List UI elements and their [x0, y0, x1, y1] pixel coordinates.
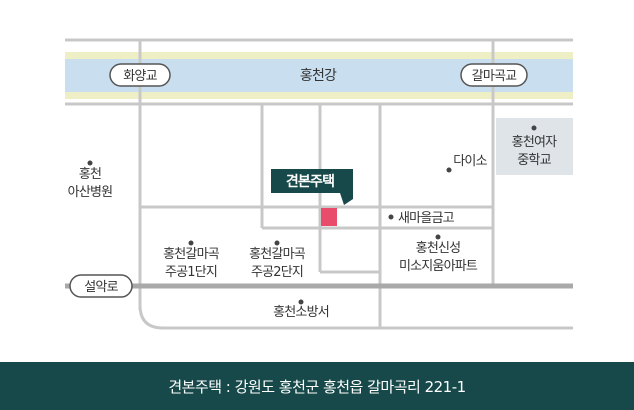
river-bank-top	[65, 52, 573, 59]
place-hospital-line1: 홍천	[79, 167, 101, 182]
place-school-line1: 홍천여자	[512, 135, 557, 150]
place-apt3-line1: 홍천신성	[416, 241, 461, 256]
river-label: 홍천강	[300, 68, 337, 84]
road-label-seorak: 설악로	[69, 274, 133, 298]
apt3-dot	[435, 234, 441, 240]
place-fire-station: 홍천소방서	[273, 305, 329, 320]
place-school-line2: 중학교	[517, 153, 551, 168]
place-apt3-line2: 미소지움아파트	[399, 259, 478, 274]
place-apt1-line1: 홍천갈마곡	[163, 247, 220, 262]
daiso-dot	[446, 167, 452, 173]
bank-dot	[388, 214, 394, 220]
apt2-dot	[274, 240, 280, 246]
target-marker	[321, 208, 337, 226]
school-dot	[531, 125, 537, 131]
bridge-galmagok: 갈마곡교	[460, 63, 528, 87]
place-apt1-line2: 주공1단지	[165, 265, 217, 280]
bridge-hwayang: 화양교	[109, 63, 171, 87]
svg-text:갈마곡교: 갈마곡교	[472, 69, 517, 84]
location-map: 화양교 갈마곡교 홍천강 설악로 홍천 아산병원 다이소 홍천여자 중학교 새마…	[65, 38, 573, 330]
address-footer: 견본주택 : 강원도 홍천군 홍천읍 갈마곡리 221-1	[0, 362, 634, 410]
svg-text:설악로: 설악로	[84, 280, 118, 295]
place-bank: 새마을금고	[398, 211, 455, 226]
address-text: 견본주택 : 강원도 홍천군 홍천읍 갈마곡리 221-1	[168, 377, 466, 396]
place-apt2-line2: 주공2단지	[251, 265, 303, 280]
place-apt2-line1: 홍천갈마곡	[249, 247, 306, 262]
place-daiso: 다이소	[453, 154, 487, 169]
apt1-dot	[188, 240, 194, 246]
svg-text:화양교: 화양교	[123, 69, 157, 84]
svg-text:견본주택: 견본주택	[286, 173, 334, 190]
hospital-dot	[87, 160, 93, 166]
fire-station-dot	[298, 299, 304, 305]
river-bank-bottom	[65, 92, 573, 99]
road-bottom-curve	[138, 304, 573, 330]
target-callout: 견본주택	[271, 169, 353, 205]
place-hospital-line2: 아산병원	[68, 185, 113, 200]
